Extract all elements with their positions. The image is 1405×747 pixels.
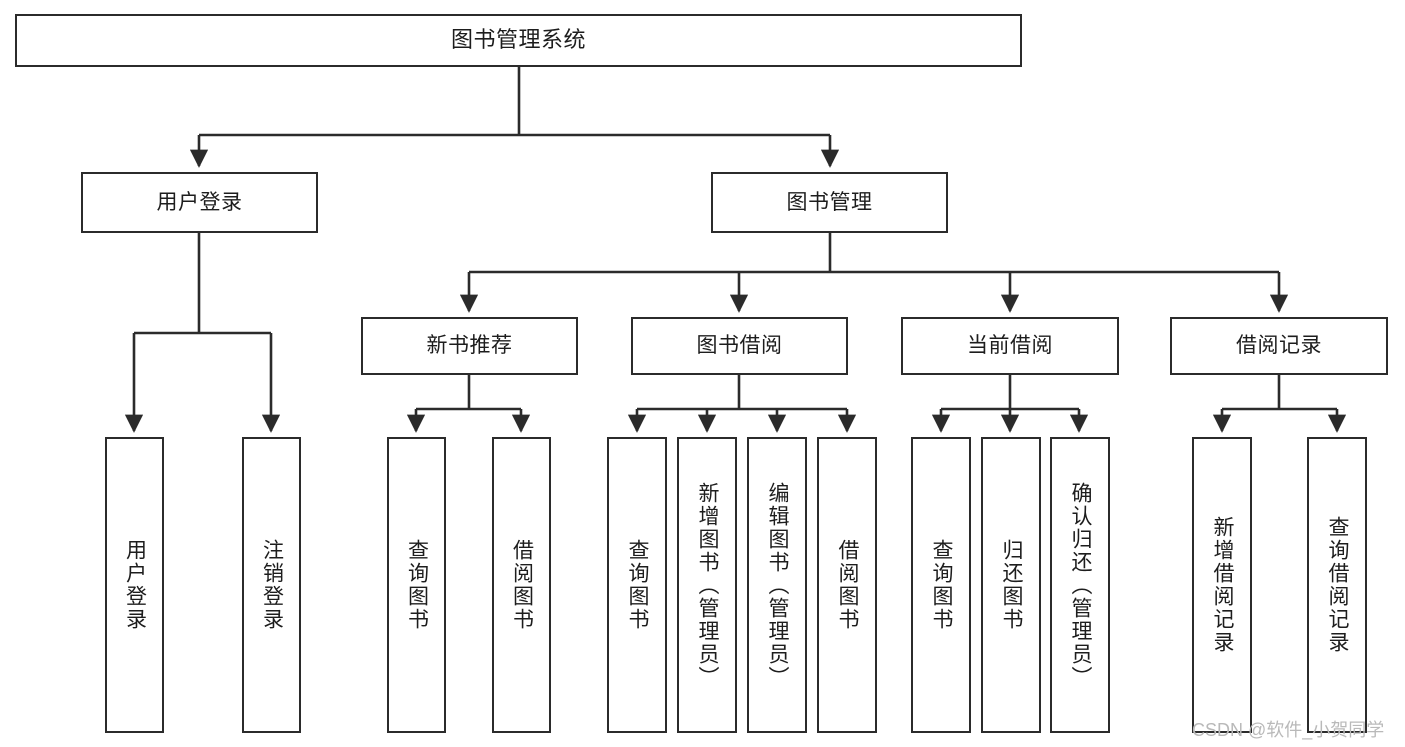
node-user-login[interactable]: 用户登录 <box>81 172 318 233</box>
leaf-borrow-book[interactable]: 借阅图书 <box>817 437 877 733</box>
node-borrow-record[interactable]: 借阅记录 <box>1170 317 1388 375</box>
leaf-edit-book-admin[interactable]: 编辑图书（管理员） <box>747 437 807 733</box>
leaf-logout[interactable]: 注销登录 <box>242 437 301 733</box>
leaf-query-borrow-record[interactable]: 查询借阅记录 <box>1307 437 1367 733</box>
node-label: 新增图书（管理员） <box>696 481 720 689</box>
node-label: 确认归还（管理员） <box>1069 481 1093 689</box>
leaf-query-book-current[interactable]: 查询图书 <box>911 437 971 733</box>
node-label: 查询图书 <box>626 539 650 631</box>
node-label: 注销登录 <box>260 539 284 631</box>
node-label: 查询图书 <box>405 539 429 631</box>
leaf-confirm-return-admin[interactable]: 确认归还（管理员） <box>1050 437 1110 733</box>
leaf-return-book[interactable]: 归还图书 <box>981 437 1041 733</box>
node-label: 图书管理 <box>786 190 873 214</box>
node-label: 新增借阅记录 <box>1211 516 1235 654</box>
node-label: 编辑图书（管理员） <box>766 481 790 689</box>
watermark-text: CSDN @软件_小贺同学 <box>1192 720 1385 740</box>
node-label: 借阅图书 <box>836 539 860 631</box>
node-label: 归还图书 <box>1000 539 1024 631</box>
node-book-management[interactable]: 图书管理 <box>711 172 948 233</box>
leaf-user-login[interactable]: 用户登录 <box>105 437 164 733</box>
node-new-book-recommendation[interactable]: 新书推荐 <box>361 317 578 375</box>
leaf-add-book-admin[interactable]: 新增图书（管理员） <box>677 437 737 733</box>
node-label: 当前借阅 <box>967 334 1053 358</box>
node-current-borrow[interactable]: 当前借阅 <box>901 317 1119 375</box>
leaf-borrow-book-recommendation[interactable]: 借阅图书 <box>492 437 551 733</box>
node-label: 图书管理系统 <box>450 27 586 53</box>
node-label: 新书推荐 <box>426 334 513 358</box>
leaf-add-borrow-record[interactable]: 新增借阅记录 <box>1192 437 1252 733</box>
node-label: 借阅记录 <box>1236 334 1322 358</box>
node-label: 用户登录 <box>123 539 147 631</box>
node-label: 查询图书 <box>930 539 954 631</box>
node-label: 借阅图书 <box>510 539 534 631</box>
node-book-borrow[interactable]: 图书借阅 <box>631 317 848 375</box>
node-root-library-system[interactable]: 图书管理系统 <box>15 14 1022 67</box>
node-label: 用户登录 <box>156 190 243 214</box>
node-label: 图书借阅 <box>696 334 783 358</box>
node-label: 查询借阅记录 <box>1326 516 1350 654</box>
leaf-query-book-recommendation[interactable]: 查询图书 <box>387 437 446 733</box>
leaf-query-book-borrow[interactable]: 查询图书 <box>607 437 667 733</box>
